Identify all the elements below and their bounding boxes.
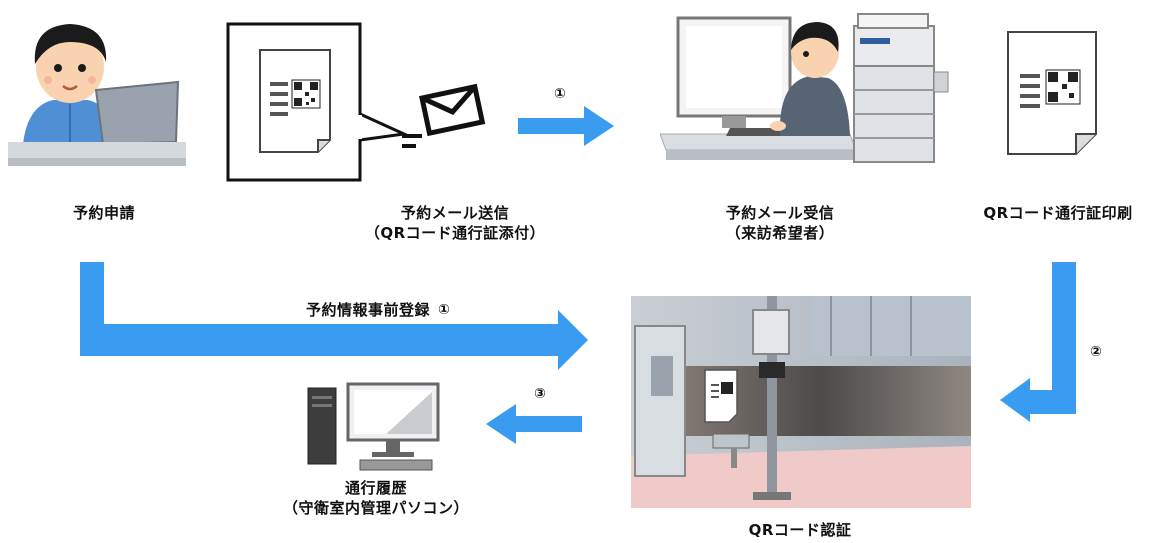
printed-qr-document-illustration (1006, 30, 1098, 156)
reservation-request-label: 予約申請 (72, 204, 135, 222)
qr-print-label: QRコード通行証印刷 (983, 204, 1133, 222)
preregistration-step-number: ① (438, 302, 450, 318)
preregistration-flow-arrow (80, 262, 588, 370)
print-flow-arrow (1000, 262, 1082, 422)
document-mail-illustration (226, 22, 496, 184)
mail-receive-label-line1: 予約メール受信 (725, 204, 835, 222)
mail-send-label-line1: 予約メール送信 (400, 204, 510, 222)
qr-auth-label: QRコード認証 (748, 521, 852, 539)
history-flow-arrow (486, 404, 582, 444)
pc-user-printer-illustration (660, 8, 952, 168)
mail-step-number: ① (554, 86, 566, 102)
mail-flow-arrow (518, 106, 614, 146)
person-laptop-illustration (8, 12, 186, 182)
mail-receive-label-line2: （来訪希望者） (725, 224, 835, 242)
history-label-line2: （守衛室内管理パソコン） (282, 499, 469, 517)
history-step-number: ③ (534, 386, 546, 402)
desktop-pc-illustration (306, 382, 448, 474)
preregistration-label: 予約情報事前登録 (305, 301, 430, 319)
mail-send-label-line2: （QRコード通行証添付） (364, 224, 546, 242)
qr-gate-photo (631, 296, 971, 508)
mail-send-label: 予約メール送信 （QRコード通行証添付） (340, 203, 570, 243)
history-label-line1: 通行履歴 (344, 479, 407, 497)
history-label: 通行履歴 （守衛室内管理パソコン） (256, 478, 496, 518)
mail-receive-label: 予約メール受信 （来訪希望者） (680, 203, 880, 243)
print-step-number: ② (1090, 344, 1102, 360)
